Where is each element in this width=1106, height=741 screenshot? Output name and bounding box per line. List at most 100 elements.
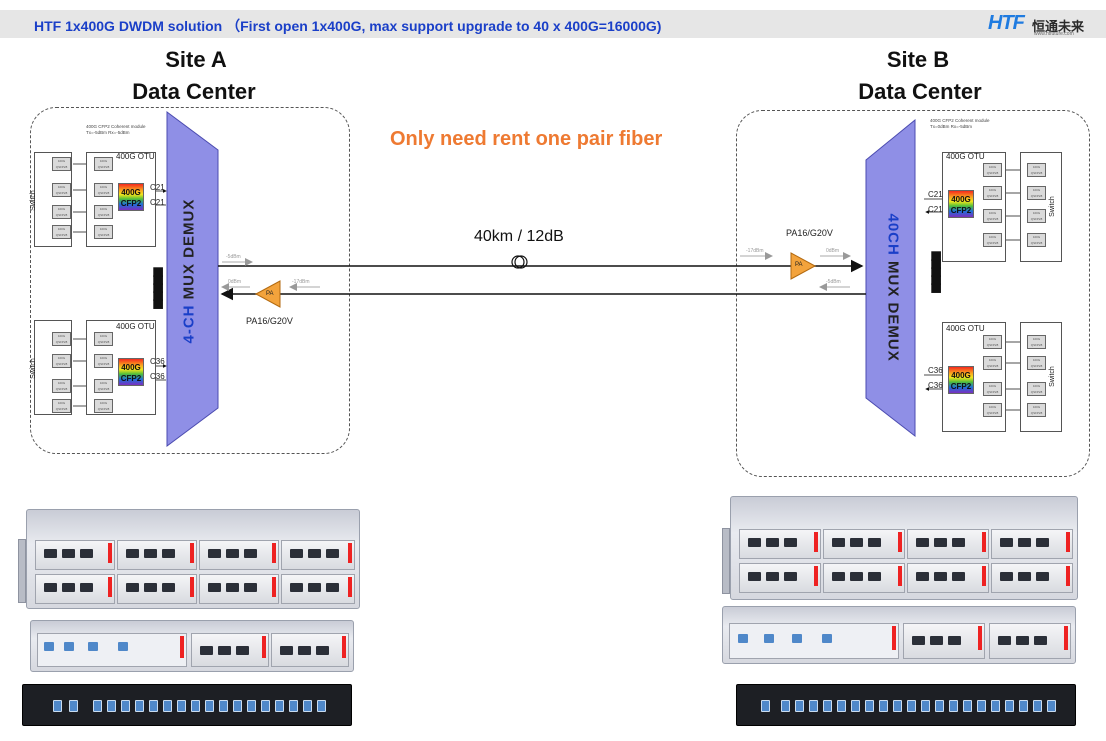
qsfp-module: 100G QSFP28 bbox=[1027, 403, 1046, 417]
qsfp-module: 100G QSFP28 bbox=[52, 354, 71, 368]
site-b-mux-channel: 40CH bbox=[884, 213, 902, 256]
site-b-otu-chassis-photo bbox=[720, 492, 1084, 602]
logo-text: HTF bbox=[988, 12, 1025, 34]
qsfp-module: 100G QSFP28 bbox=[94, 332, 113, 346]
site-a-boundary bbox=[30, 107, 350, 454]
span-label: 40km / 12dB bbox=[474, 228, 564, 245]
site-b-power-out: 0dBm bbox=[826, 248, 840, 254]
site-a-switch-bottom-label: Switch bbox=[29, 358, 37, 379]
cfp-line2: CFP2 bbox=[120, 374, 142, 383]
site-a-amp-chassis-photo bbox=[30, 620, 354, 672]
site-b-mux-rest: MUX DEMUX bbox=[884, 255, 902, 362]
site-a-otu-chassis-photo bbox=[14, 505, 366, 613]
qsfp-module: 100G QSFP28 bbox=[983, 335, 1002, 349]
site-b-pa-text: PA bbox=[795, 262, 803, 268]
site-a-otu-bottom-title: 400G OTU bbox=[116, 322, 155, 331]
site-a-cfp2-bottom: 400G CFP2 bbox=[118, 358, 144, 386]
qsfp-module: 100G QSFP28 bbox=[94, 354, 113, 368]
site-a-amplifier-shape bbox=[254, 280, 281, 308]
site-b-channel-c21-rx: C21 bbox=[928, 205, 943, 214]
cfp-line1: 400G bbox=[121, 363, 141, 372]
site-b-name: Site B bbox=[886, 47, 950, 72]
qsfp-module: 100G QSFP28 bbox=[94, 379, 113, 393]
site-b-switch-top-label: Switch bbox=[1048, 196, 1056, 217]
site-b-mux-label: 40CH MUX DEMUX bbox=[884, 213, 902, 362]
site-a-channel-c21-rx: C21 bbox=[150, 198, 165, 207]
htf-logo: HTF 恒通未来 www.htfuture.com bbox=[988, 12, 1100, 38]
site-a-amp-label: PA16/G20V bbox=[246, 316, 293, 326]
qsfp-module: 100G QSFP28 bbox=[94, 205, 113, 219]
qsfp-module: 100G QSFP28 bbox=[1027, 209, 1046, 223]
site-b-amplifier-shape bbox=[790, 252, 817, 280]
qsfp-module: 100G QSFP28 bbox=[1027, 163, 1046, 177]
qsfp-module: 100G QSFP28 bbox=[1027, 382, 1046, 396]
qsfp-module: 100G QSFP28 bbox=[983, 163, 1002, 177]
rent-fiber-label: Only need rent one pair fiber bbox=[390, 128, 663, 150]
qsfp-module: 100G QSFP28 bbox=[94, 157, 113, 171]
qsfp-module: 100G QSFP28 bbox=[1027, 335, 1046, 349]
site-b-otu-top-title: 400G OTU bbox=[946, 152, 985, 161]
qsfp-module: 100G QSFP28 bbox=[52, 157, 71, 171]
site-a-pa-text: PA bbox=[266, 291, 274, 297]
site-a-mux-rest: MUX DEMUX bbox=[180, 198, 198, 305]
site-b-cfp2-top: 400G CFP2 bbox=[948, 190, 974, 218]
site-b-amp-label: PA16/G20V bbox=[786, 228, 833, 238]
site-a-mux-channel: 4-CH bbox=[180, 304, 198, 344]
site-b-mux-shape bbox=[865, 118, 916, 438]
site-b-switch-bottom-label: Switch bbox=[1048, 366, 1056, 387]
qsfp-module: 100G QSFP28 bbox=[983, 356, 1002, 370]
site-b-subtitle: Data Center bbox=[858, 79, 982, 104]
qsfp-module: 100G QSFP28 bbox=[1027, 186, 1046, 200]
qsfp-module: 100G QSFP28 bbox=[94, 399, 113, 413]
fiber-coil bbox=[511, 255, 525, 269]
cfp-line1: 400G bbox=[951, 195, 971, 204]
qsfp-module: 100G QSFP28 bbox=[1027, 233, 1046, 247]
site-a-channel-c36-tx: C36 bbox=[150, 357, 165, 366]
logo-url-text: www.htfuture.com bbox=[1034, 31, 1074, 37]
site-b-module-note: 400G CFP2 Coherent module Tx=0dBm Rx=-5d… bbox=[930, 118, 990, 129]
site-b-power-tx: -5dBm bbox=[826, 279, 841, 285]
cfp-line2: CFP2 bbox=[950, 382, 972, 391]
site-b-channel-c36-rx: C36 bbox=[928, 381, 943, 390]
qsfp-module: 100G QSFP28 bbox=[52, 379, 71, 393]
site-a-cfp2-top: 400G CFP2 bbox=[118, 183, 144, 211]
site-a-mux-shape bbox=[166, 111, 219, 447]
site-a-power-in: -17dBm bbox=[292, 279, 310, 285]
qsfp-module: 100G QSFP28 bbox=[983, 233, 1002, 247]
qsfp-module: 100G QSFP28 bbox=[52, 225, 71, 239]
site-a-mux-panel-photo bbox=[22, 684, 352, 726]
qsfp-module: 100G QSFP28 bbox=[983, 209, 1002, 223]
site-a-switch-top-label: Switch bbox=[29, 190, 37, 211]
site-b-ellipsis: ■■■■■ bbox=[930, 245, 943, 299]
site-a-channel-c21-tx: C21 bbox=[150, 183, 165, 192]
qsfp-module: 100G QSFP28 bbox=[52, 399, 71, 413]
site-a-otu-top-title: 400G OTU bbox=[116, 152, 155, 161]
site-b-amp-chassis-photo bbox=[722, 606, 1076, 664]
qsfp-module: 100G QSFP28 bbox=[52, 205, 71, 219]
site-b-mux-panel-photo bbox=[736, 684, 1076, 726]
qsfp-module: 100G QSFP28 bbox=[983, 186, 1002, 200]
site-a-module-note: 400G CFP2 Coherent module Tx=-5dBm Rx=-5… bbox=[86, 124, 146, 135]
qsfp-module: 100G QSFP28 bbox=[94, 183, 113, 197]
site-a-mux-label: 4-CH MUX DEMUX bbox=[180, 199, 198, 344]
site-b-channel-c36-tx: C36 bbox=[928, 366, 943, 375]
site-a-ellipsis: ■■■■■ bbox=[152, 261, 165, 315]
qsfp-module: 100G QSFP28 bbox=[52, 332, 71, 346]
site-b-cfp2-bottom: 400G CFP2 bbox=[948, 366, 974, 394]
site-a-name: Site A bbox=[165, 47, 227, 72]
site-a-channel-c36-rx: C36 bbox=[150, 372, 165, 381]
site-b-otu-bottom-title: 400G OTU bbox=[946, 324, 985, 333]
site-b-channel-c21-tx: C21 bbox=[928, 190, 943, 199]
qsfp-module: 100G QSFP28 bbox=[983, 403, 1002, 417]
qsfp-module: 100G QSFP28 bbox=[94, 225, 113, 239]
header-bar bbox=[0, 10, 1106, 38]
cfp-line2: CFP2 bbox=[950, 206, 972, 215]
page-title: HTF 1x400G DWDM solution （First open 1x4… bbox=[34, 18, 662, 34]
site-a-power-out: 0dBm bbox=[228, 279, 242, 285]
cfp-line1: 400G bbox=[121, 188, 141, 197]
cfp-line2: CFP2 bbox=[120, 199, 142, 208]
cfp-line1: 400G bbox=[951, 371, 971, 380]
site-a-power-tx: -5dBm bbox=[226, 254, 241, 260]
qsfp-module: 100G QSFP28 bbox=[983, 382, 1002, 396]
